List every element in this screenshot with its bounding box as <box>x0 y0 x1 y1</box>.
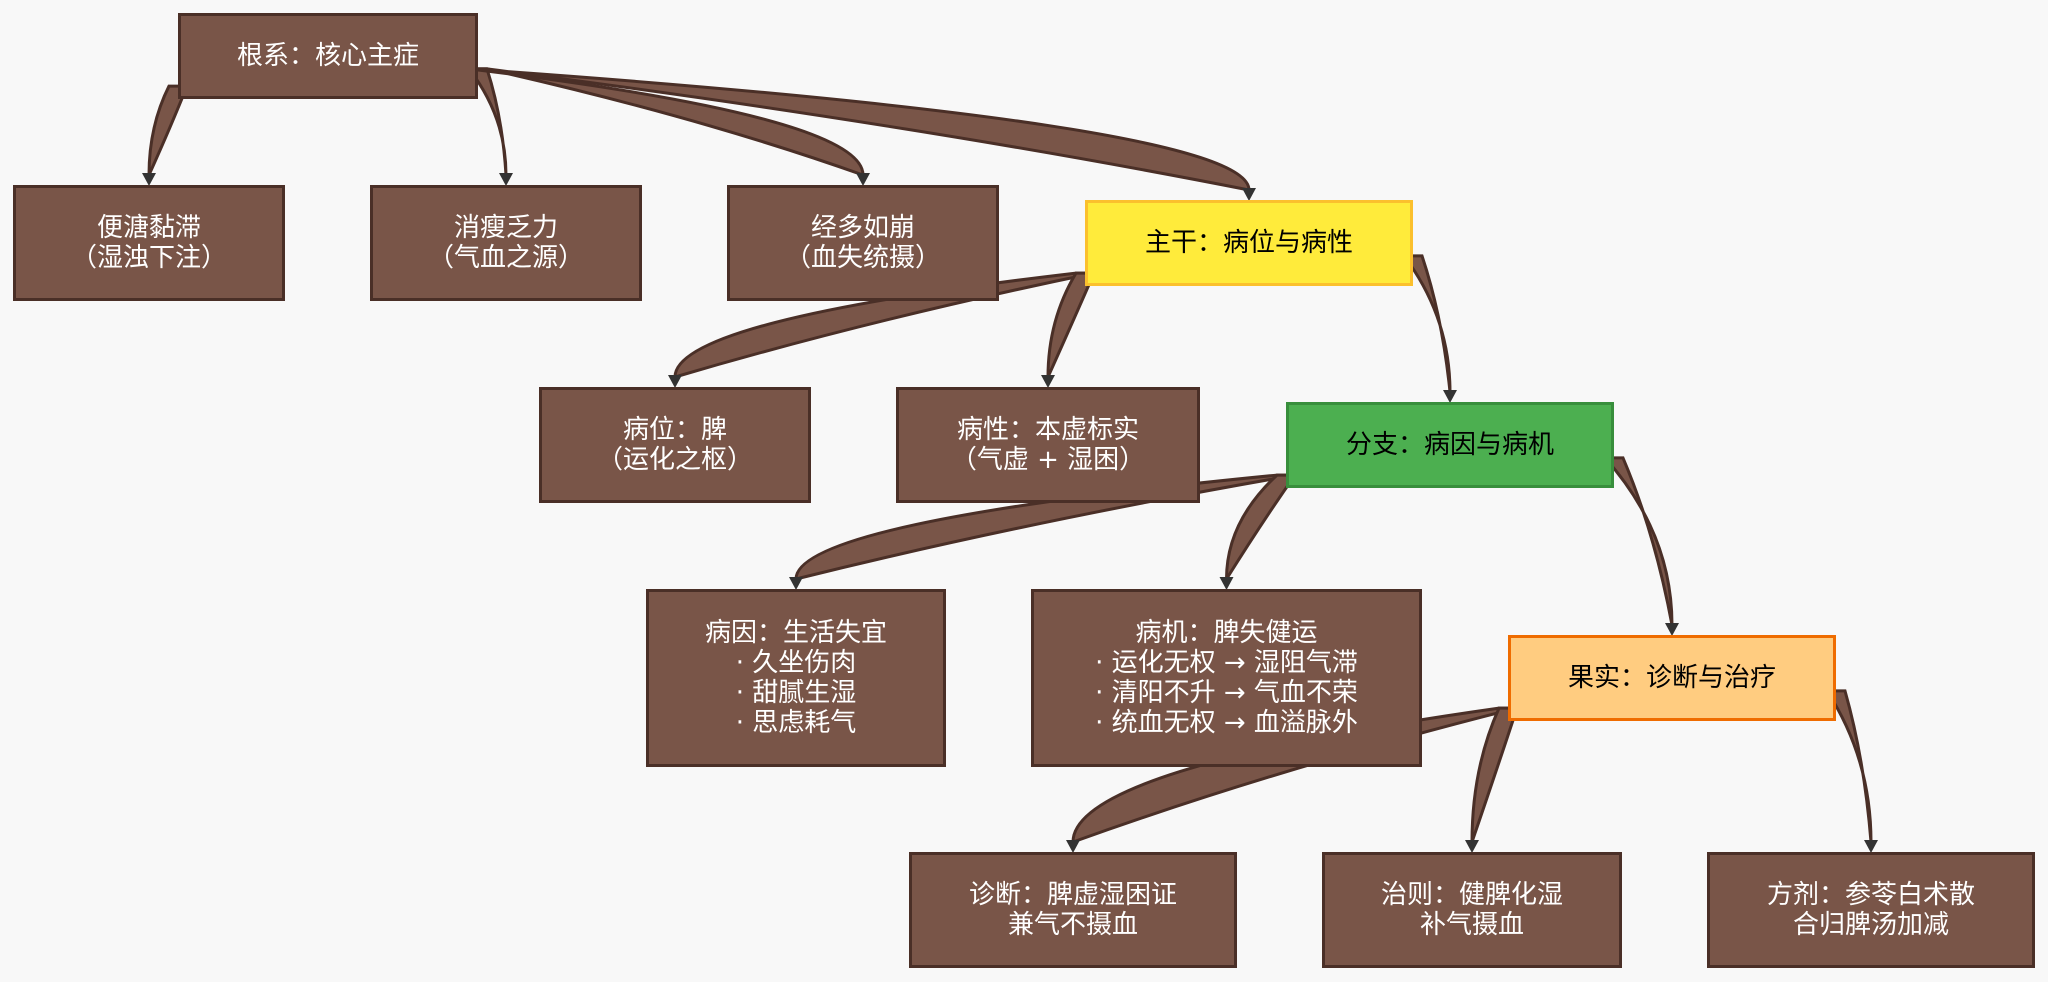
arrowhead-f3 <box>1864 840 1878 853</box>
node-text-line: · 思虑耗气 <box>735 708 857 738</box>
node-text-line: 分支：病因与病机 <box>1345 430 1554 460</box>
node-text-line: · 统血无权 → 血溢脉外 <box>1095 708 1358 738</box>
arrowhead-r2 <box>499 173 513 186</box>
node-root-core-symptoms: 根系：核心主症 <box>178 13 478 99</box>
node-text-line: 根系：核心主症 <box>236 41 419 71</box>
node-cause-lifestyle: 病因：生活失宜· 久坐伤肉· 甜腻生湿· 思虑耗气 <box>646 589 946 767</box>
node-text-line: 方剂：参苓白术散 <box>1766 880 1975 910</box>
node-text-line: 果实：诊断与治疗 <box>1567 663 1776 693</box>
node-text-line: 病位：脾 <box>622 415 727 445</box>
node-fruit-diagnosis-treatment: 果实：诊断与治疗 <box>1508 635 1836 721</box>
node-text-line: 病性：本虚标实 <box>956 415 1139 445</box>
node-text-line: 兼气不摄血 <box>1007 910 1138 940</box>
node-prescription: 方剂：参苓白术散合归脾汤加减 <box>1707 852 2035 968</box>
node-text-line: 便溏黏滞 <box>96 213 201 243</box>
node-text-line: （气虚 + 湿困） <box>950 445 1146 475</box>
arrowhead-f1 <box>1066 840 1080 853</box>
node-mechanism-spleen-failure: 病机：脾失健运· 运化无权 → 湿阻气滞· 清阳不升 → 气血不荣· 统血无权 … <box>1031 589 1422 767</box>
edge-root-to-r1 <box>147 84 190 176</box>
arrowhead-branch <box>1443 390 1457 403</box>
arrowhead-b1 <box>789 577 803 590</box>
node-text-line: · 运化无权 → 湿阻气滞 <box>1095 648 1358 678</box>
node-diagnosis: 诊断：脾虚湿困证兼气不摄血 <box>909 852 1237 968</box>
node-text-line: 经多如崩 <box>810 213 915 243</box>
node-text-line: （气血之源） <box>427 243 584 273</box>
node-text-line: 补气摄血 <box>1419 910 1524 940</box>
node-nature-deficiency-excess: 病性：本虚标实（气虚 + 湿困） <box>896 387 1200 503</box>
node-branch-cause-mechanism: 分支：病因与病机 <box>1286 402 1614 488</box>
node-loose-stool: 便溏黏滞（湿浊下注） <box>13 185 285 301</box>
node-text-line: 病因：生活失宜 <box>704 618 887 648</box>
arrowhead-r3 <box>856 173 870 186</box>
node-text-line: （血失统摄） <box>784 243 941 273</box>
node-heavy-menstruation: 经多如崩（血失统摄） <box>727 185 999 301</box>
edge-trunk-to-t2 <box>1046 271 1097 378</box>
node-trunk-location-nature: 主干：病位与病性 <box>1085 200 1413 286</box>
node-text-line: · 甜腻生湿 <box>735 678 857 708</box>
node-text-line: 治则：健脾化湿 <box>1380 880 1563 910</box>
node-text-line: 合归脾汤加减 <box>1792 910 1949 940</box>
node-text-line: · 久坐伤肉 <box>735 648 857 678</box>
node-text-line: 消瘦乏力 <box>453 213 558 243</box>
arrowhead-t2 <box>1041 375 1055 388</box>
arrowhead-fruit <box>1665 623 1679 636</box>
node-text-line: 主干：病位与病性 <box>1144 228 1353 258</box>
node-text-line: · 清阳不升 → 气血不荣 <box>1095 678 1358 708</box>
node-emaciation-fatigue: 消瘦乏力（气血之源） <box>370 185 642 301</box>
node-treatment-principle: 治则：健脾化湿补气摄血 <box>1322 852 1622 968</box>
arrowhead-b2 <box>1219 577 1234 590</box>
node-location-spleen: 病位：脾（运化之枢） <box>539 387 811 503</box>
arrowhead-r1 <box>142 173 156 186</box>
edge-branch-to-fruit <box>1601 456 1674 626</box>
arrowhead-trunk <box>1242 188 1256 201</box>
node-text-line: （运化之枢） <box>596 445 753 475</box>
arrowhead-t1 <box>668 375 682 388</box>
node-text-line: 诊断：脾虚湿困证 <box>968 880 1177 910</box>
edge-branch-to-b2 <box>1224 473 1298 585</box>
arrowhead-f2 <box>1465 840 1479 853</box>
node-text-line: （湿浊下注） <box>70 243 227 273</box>
node-text-line: 病机：脾失健运 <box>1135 618 1318 648</box>
edge-fruit-to-f2 <box>1470 706 1520 843</box>
